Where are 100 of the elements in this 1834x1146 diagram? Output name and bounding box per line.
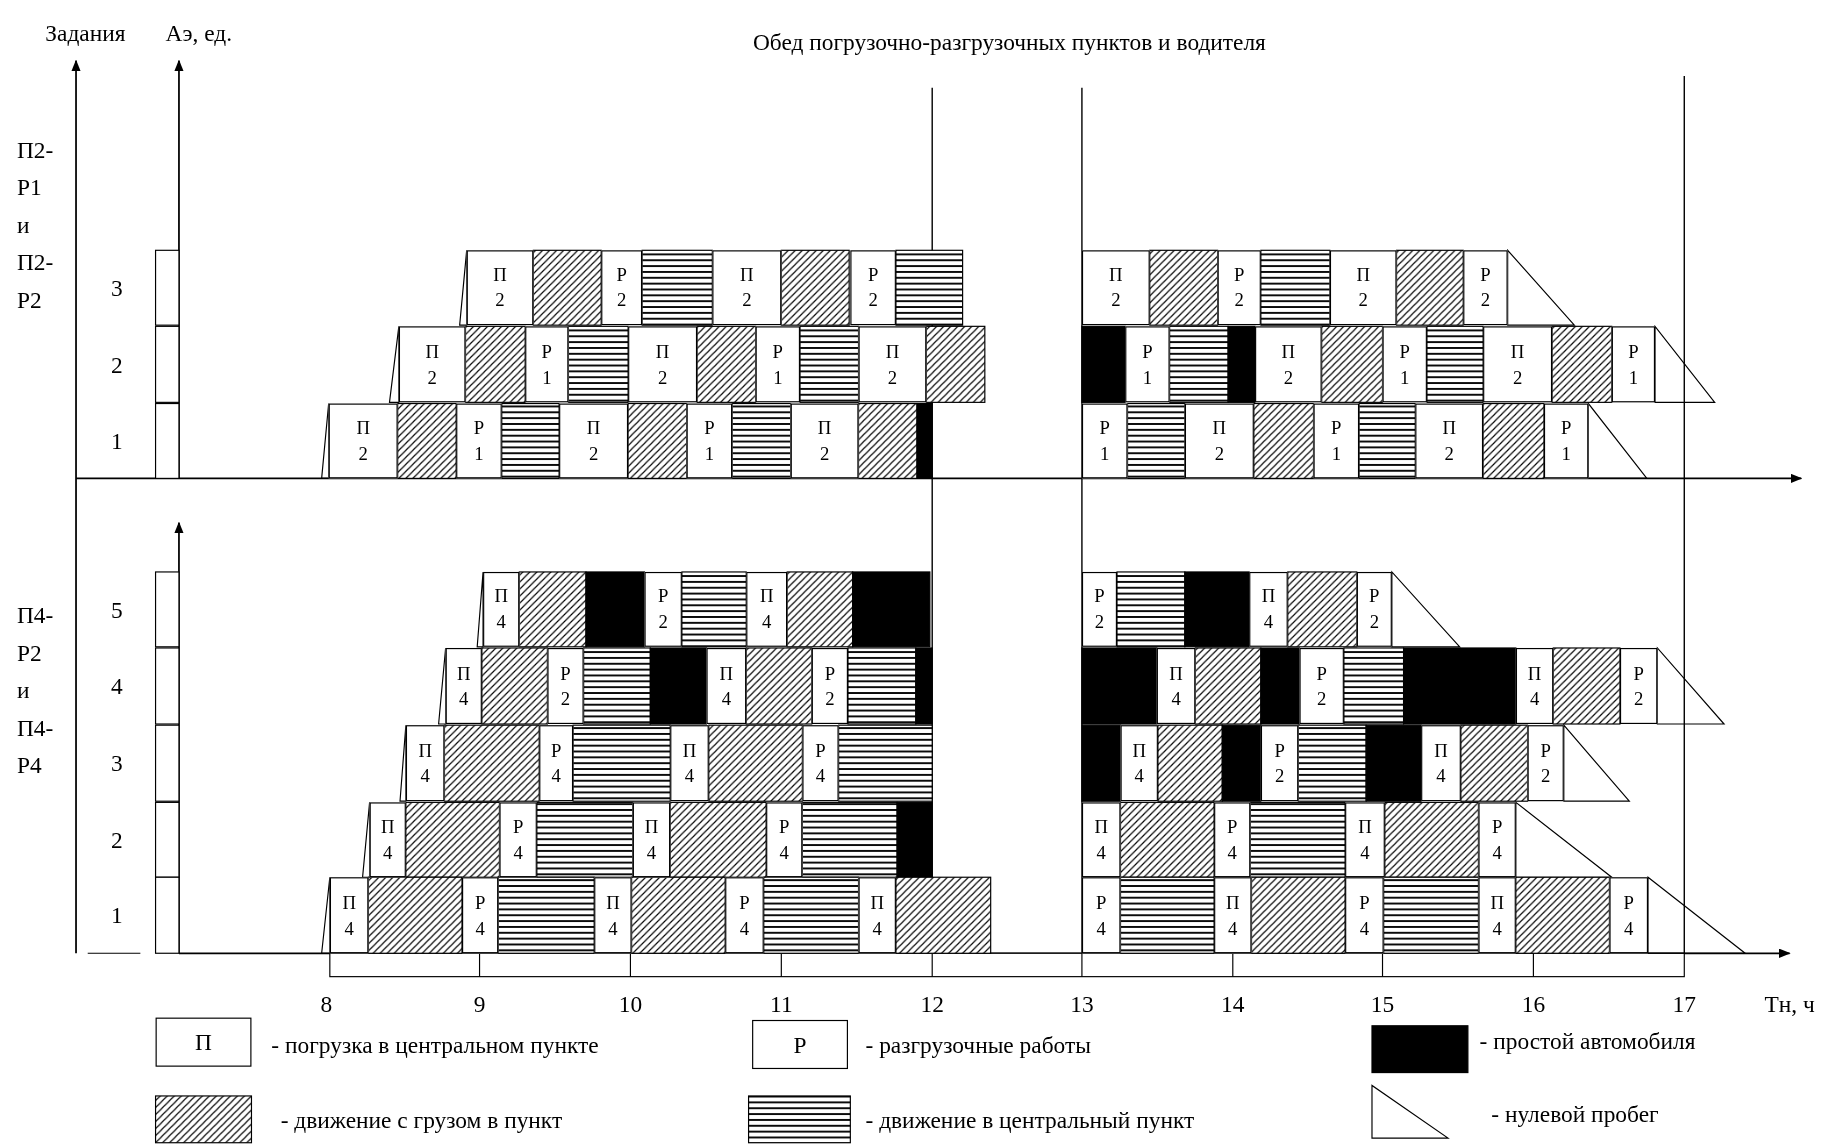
operation-block: Р 4 bbox=[539, 725, 574, 802]
operation-block: Р 1 bbox=[456, 403, 502, 479]
annotation-text: Обед погрузочно-разгрузочных пунктов и водителя bbox=[752, 28, 1267, 57]
operation-block: П 2 bbox=[712, 250, 782, 326]
operation-block: Р 1 bbox=[1543, 403, 1589, 479]
operation-block: Р 4 bbox=[462, 877, 499, 954]
tick-label: 14 bbox=[1221, 989, 1245, 1019]
operation-block: Р 2 bbox=[1527, 725, 1564, 802]
row-number: 1 bbox=[111, 900, 123, 930]
legend-key: П bbox=[155, 1017, 252, 1067]
operation-block: П 4 bbox=[405, 725, 445, 802]
operation-block: П 4 bbox=[445, 648, 482, 724]
tick-label: 10 bbox=[618, 989, 643, 1019]
operation-block: Р 2 bbox=[1217, 250, 1261, 326]
row-number: 3 bbox=[111, 273, 123, 303]
operation-block: Р 1 bbox=[1611, 326, 1656, 403]
operation-block: П 4 bbox=[369, 802, 406, 878]
operation-block: П 2 bbox=[559, 403, 629, 479]
operation-block: П 4 bbox=[1156, 648, 1196, 724]
tick-label: 9 bbox=[473, 989, 486, 1019]
operation-block: Р 1 bbox=[1081, 403, 1128, 479]
operation-block: П 4 bbox=[1478, 877, 1516, 954]
operation-block: П 4 bbox=[1515, 648, 1554, 724]
legend-text: - нулевой пробег bbox=[1491, 1099, 1659, 1129]
operation-block: П 4 bbox=[329, 877, 369, 954]
operation-block: Р 4 bbox=[1609, 877, 1648, 954]
operation-block: П 2 bbox=[1415, 403, 1484, 479]
row-number: 3 bbox=[111, 748, 123, 778]
tick-label: 17 bbox=[1672, 989, 1696, 1019]
operation-block: П 2 bbox=[1329, 250, 1397, 326]
operation-block: П 2 bbox=[1483, 326, 1553, 403]
operation-block: Р 1 bbox=[1125, 326, 1170, 403]
axis-label: Тн, ч bbox=[1764, 989, 1815, 1019]
operation-block: Р 2 bbox=[547, 648, 584, 724]
operation-block: Р 1 bbox=[686, 403, 733, 479]
operation-block: Р 2 bbox=[1463, 250, 1508, 326]
legend-key: Р bbox=[752, 1019, 848, 1070]
row-number: 4 bbox=[111, 671, 123, 701]
operation-block: Р 2 bbox=[1260, 725, 1299, 802]
row-number: 2 bbox=[111, 351, 123, 380]
operation-block: Р 1 bbox=[1313, 403, 1360, 479]
operation-block: Р 2 bbox=[811, 648, 848, 724]
operation-block: Р 1 bbox=[1382, 326, 1427, 403]
operation-block: П 2 bbox=[1081, 250, 1150, 326]
operation-block: Р 4 bbox=[1214, 802, 1251, 878]
group-label: П4- Р2 и П4- Р4 bbox=[16, 601, 54, 780]
operation-block: П 2 bbox=[858, 326, 927, 403]
operation-block: Р 1 bbox=[525, 326, 569, 403]
row-number: 5 bbox=[111, 595, 123, 625]
operation-block: П 4 bbox=[1249, 571, 1288, 647]
operation-block: Р 4 bbox=[1478, 802, 1516, 878]
tick-label: 16 bbox=[1521, 989, 1546, 1019]
operation-block: П 2 bbox=[466, 250, 534, 326]
operation-block: Р 4 bbox=[766, 802, 803, 878]
operation-block: П 4 bbox=[1214, 877, 1252, 954]
operation-block: П 4 bbox=[1421, 725, 1461, 802]
tick-label: 11 bbox=[770, 989, 793, 1019]
legend-text: - движение с грузом в пункт bbox=[280, 1105, 563, 1135]
operation-block: Р 2 bbox=[1619, 648, 1658, 724]
operation-block: Р 2 bbox=[601, 250, 643, 326]
operation-block: Р 2 bbox=[1356, 571, 1392, 647]
operation-block: Р 2 bbox=[1081, 571, 1117, 647]
operation-block: П 4 bbox=[483, 571, 520, 647]
tick-label: 12 bbox=[920, 989, 944, 1019]
group-label: П2- Р1 и П2- Р2 bbox=[16, 135, 54, 315]
operation-block: Р 4 bbox=[1345, 877, 1384, 954]
axis-label: Аэ, ед. bbox=[165, 18, 233, 48]
tick-label: 15 bbox=[1370, 989, 1395, 1019]
operation-block: П 4 bbox=[1081, 802, 1121, 878]
legend-text: - разгрузочные работы bbox=[865, 1030, 1091, 1060]
operation-block: Р 4 bbox=[1081, 877, 1121, 954]
tick-label: 8 bbox=[320, 989, 333, 1019]
operation-block: Р 4 bbox=[499, 802, 537, 878]
operation-block: П 4 bbox=[594, 877, 632, 954]
operation-block: П 2 bbox=[790, 403, 859, 479]
operation-block: П 4 bbox=[858, 877, 896, 954]
row-number: 2 bbox=[111, 825, 123, 855]
operation-block: П 4 bbox=[670, 725, 709, 802]
operation-block: П 2 bbox=[1255, 326, 1322, 403]
operation-block: П 2 bbox=[628, 326, 698, 403]
operation-block: Р 4 bbox=[802, 725, 839, 802]
tick-label: 13 bbox=[1070, 989, 1094, 1019]
operation-block: П 4 bbox=[706, 648, 747, 724]
operation-block: П 2 bbox=[1184, 403, 1254, 479]
operation-block: П 4 bbox=[1120, 725, 1158, 802]
axis-label: Задания bbox=[45, 18, 126, 48]
legend-text: - погрузка в центральном пункте bbox=[271, 1030, 599, 1060]
operation-block: Р 2 bbox=[1299, 648, 1344, 724]
operation-block: П 2 bbox=[398, 326, 466, 403]
row-number: 1 bbox=[111, 427, 123, 456]
operation-block: Р 4 bbox=[725, 877, 764, 954]
operation-block: П 4 bbox=[632, 802, 671, 878]
operation-block: Р 1 bbox=[755, 326, 801, 403]
operation-block: Р 2 bbox=[850, 250, 896, 326]
operation-block: П 4 bbox=[1345, 802, 1385, 878]
legend-text: - простой автомобиля bbox=[1479, 1027, 1696, 1056]
operation-block: П 4 bbox=[746, 571, 788, 647]
operation-block: Р 2 bbox=[644, 571, 682, 647]
legend-text: - движение в центральный пункт bbox=[865, 1105, 1195, 1135]
operation-block: П 2 bbox=[328, 403, 398, 479]
